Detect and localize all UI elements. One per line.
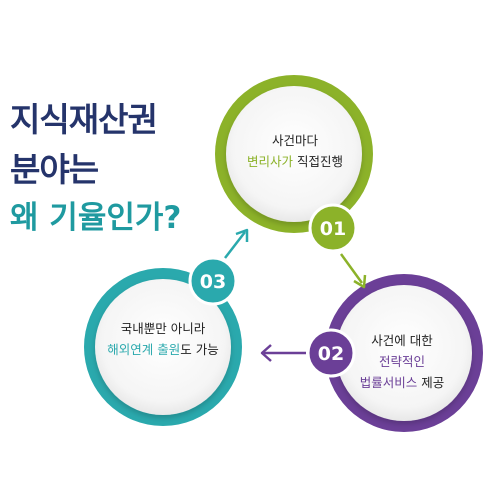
step-1-highlight: 변리사가 [247, 154, 294, 169]
step-2-line-1: 사건에 대한 [371, 333, 433, 348]
step-1-text: 사건마다 변리사가 직접진행 [200, 130, 390, 172]
headline-line-1: 지식재산권 [10, 100, 158, 139]
step-2-text: 사건에 대한 전략적인 법률서비스 제공 [322, 330, 482, 393]
step-3-highlight: 해외연계 출원 [107, 342, 181, 357]
step-3-line-2-rest: 도 가능 [180, 342, 219, 357]
step-2-circle [325, 274, 483, 432]
step-2-number-badge: 02 [306, 328, 356, 378]
step-3-line-1: 국내뿐만 아니라 [120, 321, 206, 336]
step-3-circle [84, 268, 242, 426]
step-3-text: 국내뿐만 아니라 해외연계 출원도 가능 [73, 318, 253, 360]
step-1-line-2-rest: 직접진행 [293, 154, 343, 169]
step-1-number: 01 [320, 218, 346, 240]
arrow-2-to-3 [260, 344, 306, 362]
step-2-highlight: 법률서비스 [359, 375, 418, 390]
step-3-number: 03 [200, 271, 226, 293]
step-2-number: 02 [318, 343, 344, 365]
step-1-circle [215, 75, 373, 233]
step-1-line-1: 사건마다 [271, 133, 318, 148]
step-3-number-badge: 03 [188, 256, 238, 306]
step-2-line-3: 법률서비스 제공 [322, 372, 482, 393]
step-1-line-2: 변리사가 직접진행 [200, 151, 390, 172]
step-1-number-badge: 01 [308, 203, 358, 253]
step-2-line-2: 전략적인 [378, 354, 425, 369]
headline-line-3: 왜 기율인가? [10, 200, 182, 236]
arrow-3-to-1 [224, 228, 249, 259]
step-2-line-3-rest: 제공 [417, 375, 445, 390]
headline-line-2: 분야는 [10, 150, 99, 189]
arrow-1-to-2 [339, 253, 367, 289]
step-3-line-2: 해외연계 출원도 가능 [73, 339, 253, 360]
